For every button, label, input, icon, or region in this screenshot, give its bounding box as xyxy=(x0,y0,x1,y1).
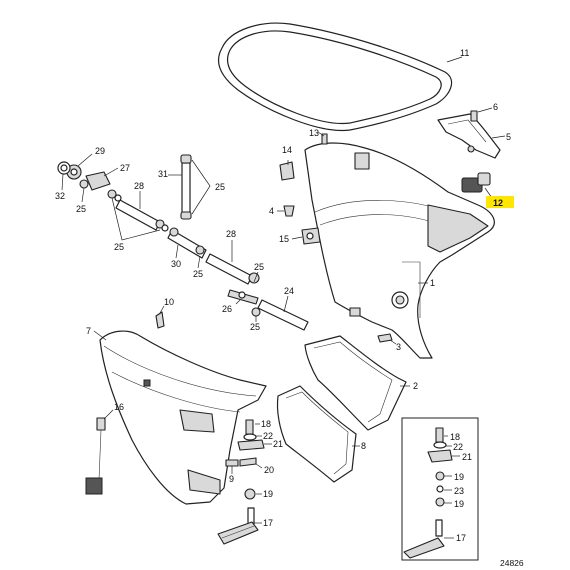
callout-15: 15 xyxy=(279,234,289,244)
inset-callout-17: 17 xyxy=(456,533,466,543)
part-26-rod-end xyxy=(227,289,259,305)
callout-2: 2 xyxy=(413,381,418,391)
callout-12: 12 xyxy=(493,198,503,208)
inset-part-23-ring xyxy=(436,485,444,493)
part-4-clip xyxy=(277,205,295,217)
callout-32: 32 xyxy=(55,191,65,201)
callout-4: 4 xyxy=(269,206,274,216)
callout-22: 22 xyxy=(263,431,273,441)
part-15-latch xyxy=(291,227,321,245)
inset-callout-19b: 19 xyxy=(454,499,464,509)
callout-25c: 25 xyxy=(114,242,124,252)
part-32-washer xyxy=(57,161,71,191)
callout-30: 30 xyxy=(171,259,181,269)
inset-part-21-plate xyxy=(427,449,453,463)
part-13-screw xyxy=(317,131,328,145)
inset-callout-18: 18 xyxy=(450,432,460,442)
inset-part-18-bolt xyxy=(435,427,444,443)
callout-9: 9 xyxy=(229,474,234,484)
part-9-pad xyxy=(225,459,239,474)
callout-10: 10 xyxy=(164,297,174,307)
part-17-latch-handle xyxy=(217,507,262,545)
callout-labels: 11 6 5 12 13 14 4 15 1 3 2 8 29 27 32 25… xyxy=(55,48,524,568)
callout-12-highlight xyxy=(486,196,514,208)
callout-26: 26 xyxy=(222,304,232,314)
callout-17: 17 xyxy=(263,518,273,528)
callout-3: 3 xyxy=(396,342,401,352)
callout-31: 31 xyxy=(158,169,168,179)
callout-7: 7 xyxy=(86,326,91,336)
inset-callout-21: 21 xyxy=(462,452,472,462)
inset-detail-box xyxy=(401,417,479,561)
part-19-grommet xyxy=(244,488,262,500)
callout-18: 18 xyxy=(261,419,271,429)
part-7-bottom-cowl xyxy=(93,330,267,505)
part-1-top-cowl xyxy=(304,142,495,359)
callout-28a: 28 xyxy=(134,181,144,191)
part-10-clip xyxy=(155,305,165,329)
figure-reference-number: 24826 xyxy=(500,558,524,568)
part-8-side-panel xyxy=(276,385,360,483)
part-18-bolt xyxy=(245,419,260,435)
callout-25f: 25 xyxy=(250,322,260,332)
part-16-wire-connector xyxy=(85,409,114,495)
inset-callout-22: 22 xyxy=(453,442,463,452)
part-2-side-panel xyxy=(304,335,410,431)
part-25-grommet-lower xyxy=(251,307,261,322)
callout-25a: 25 xyxy=(76,204,86,214)
part-28-rod-upper xyxy=(115,191,161,231)
callout-25e: 25 xyxy=(254,262,264,272)
part-22-washer xyxy=(243,433,262,441)
callout-11: 11 xyxy=(460,48,469,58)
callout-1: 1 xyxy=(430,278,435,288)
part-3-clip xyxy=(377,333,397,345)
callout-16: 16 xyxy=(114,402,124,412)
part-6-screw xyxy=(470,107,493,122)
inset-part-22-washer xyxy=(433,441,447,449)
part-25-grommets-left xyxy=(79,179,169,241)
part-12-connector xyxy=(461,172,493,199)
callout-25d: 25 xyxy=(193,269,203,279)
part-21-plate xyxy=(237,439,272,451)
part-14-clip xyxy=(279,160,295,181)
callout-29: 29 xyxy=(95,146,105,156)
callout-28b: 28 xyxy=(226,229,236,239)
callout-19: 19 xyxy=(263,489,273,499)
part-11-seal-gasket xyxy=(217,22,463,132)
callout-13: 13 xyxy=(309,128,319,138)
callout-25b: 25 xyxy=(215,182,225,192)
inset-part-19-grommet-b xyxy=(435,497,445,507)
inset-callout-19: 19 xyxy=(454,472,464,482)
part-31-pin xyxy=(168,154,211,220)
callout-5: 5 xyxy=(506,132,511,142)
callout-8: 8 xyxy=(361,441,366,451)
inset-part-19-grommet xyxy=(435,471,445,481)
callout-14: 14 xyxy=(282,145,292,155)
part-24-rod xyxy=(257,295,309,331)
callout-6: 6 xyxy=(493,102,498,112)
callout-20: 20 xyxy=(264,465,274,475)
part-28-rod-center xyxy=(195,240,260,285)
part-27-lever xyxy=(85,167,119,191)
callout-24: 24 xyxy=(284,286,294,296)
callout-21: 21 xyxy=(273,439,283,449)
part-20-clip xyxy=(239,457,263,469)
callout-27: 27 xyxy=(120,163,130,173)
inset-part-17-handle xyxy=(435,519,443,537)
inset-callout-23: 23 xyxy=(454,486,464,496)
